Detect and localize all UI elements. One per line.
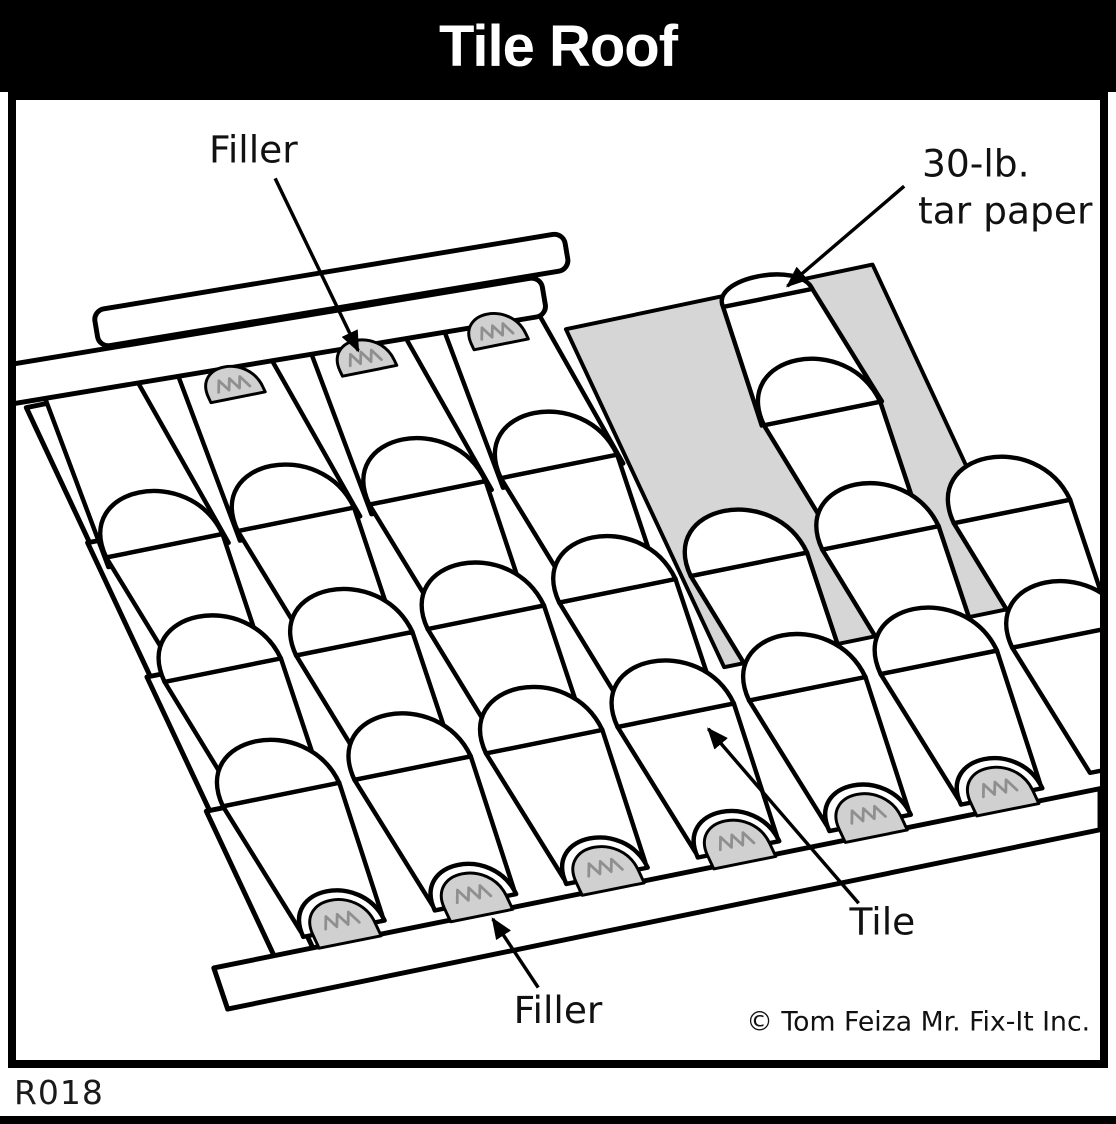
diagram-frame: Filler 30-lb. tar paper Tile Filler © To… [8, 92, 1108, 1068]
copyright-note: © Tom Feiza Mr. Fix-It Inc. [746, 1007, 1090, 1038]
tile-arc [492, 409, 620, 481]
tile-arc [1004, 578, 1100, 650]
tile-arc [945, 454, 1073, 526]
label-filler-bottom: Filler [514, 988, 603, 1032]
tile-arc [551, 533, 678, 605]
filler-squiggle [348, 348, 383, 368]
filler-squiggle [587, 857, 624, 878]
arrow-tile [707, 727, 860, 905]
ridge-board [16, 275, 548, 406]
page-title: Tile Roof [438, 13, 678, 79]
fascia-board [211, 786, 1100, 1012]
code-bar: R018 [0, 1068, 1116, 1116]
filler-squiggle [480, 322, 515, 341]
tile-arc [361, 435, 488, 507]
arrow-filler-top [273, 177, 360, 353]
tile-arc [477, 684, 605, 756]
footer-bar [0, 1116, 1116, 1124]
tile-arc [609, 658, 737, 730]
tile-arc [740, 631, 868, 703]
filler-squiggle [982, 778, 1019, 799]
tile-arc [229, 462, 357, 534]
tile-arc [419, 560, 547, 632]
filler-squiggle [324, 910, 361, 931]
tile-arc [214, 737, 342, 809]
drawing-code: R018 [14, 1072, 104, 1112]
tile-arc [814, 480, 941, 552]
tile-arc [287, 586, 415, 658]
filler-squiggle [455, 884, 493, 905]
arrow-filler-bottom [491, 917, 540, 989]
filler-squiggle [217, 375, 252, 394]
tile-arc [755, 356, 883, 428]
tile-arc [682, 507, 810, 579]
filler-squiggle [718, 831, 756, 852]
tile-arc [156, 613, 284, 685]
label-tar-paper-line1: 30-lb. [922, 142, 1030, 186]
header-bar: Tile Roof [0, 0, 1116, 92]
label-tile: Tile [849, 900, 916, 944]
tile-arc [98, 488, 225, 560]
roof-diagram-svg: Filler 30-lb. tar paper Tile Filler © To… [16, 128, 1100, 1038]
label-filler-top: Filler [209, 128, 298, 172]
arrow-tar-paper [785, 184, 906, 288]
tile-arc [346, 711, 473, 783]
label-tar-paper-line2: tar paper [918, 189, 1093, 233]
roof-geometry [16, 231, 1100, 1012]
filler-squiggle [850, 804, 887, 825]
tile-arc [872, 605, 1000, 677]
